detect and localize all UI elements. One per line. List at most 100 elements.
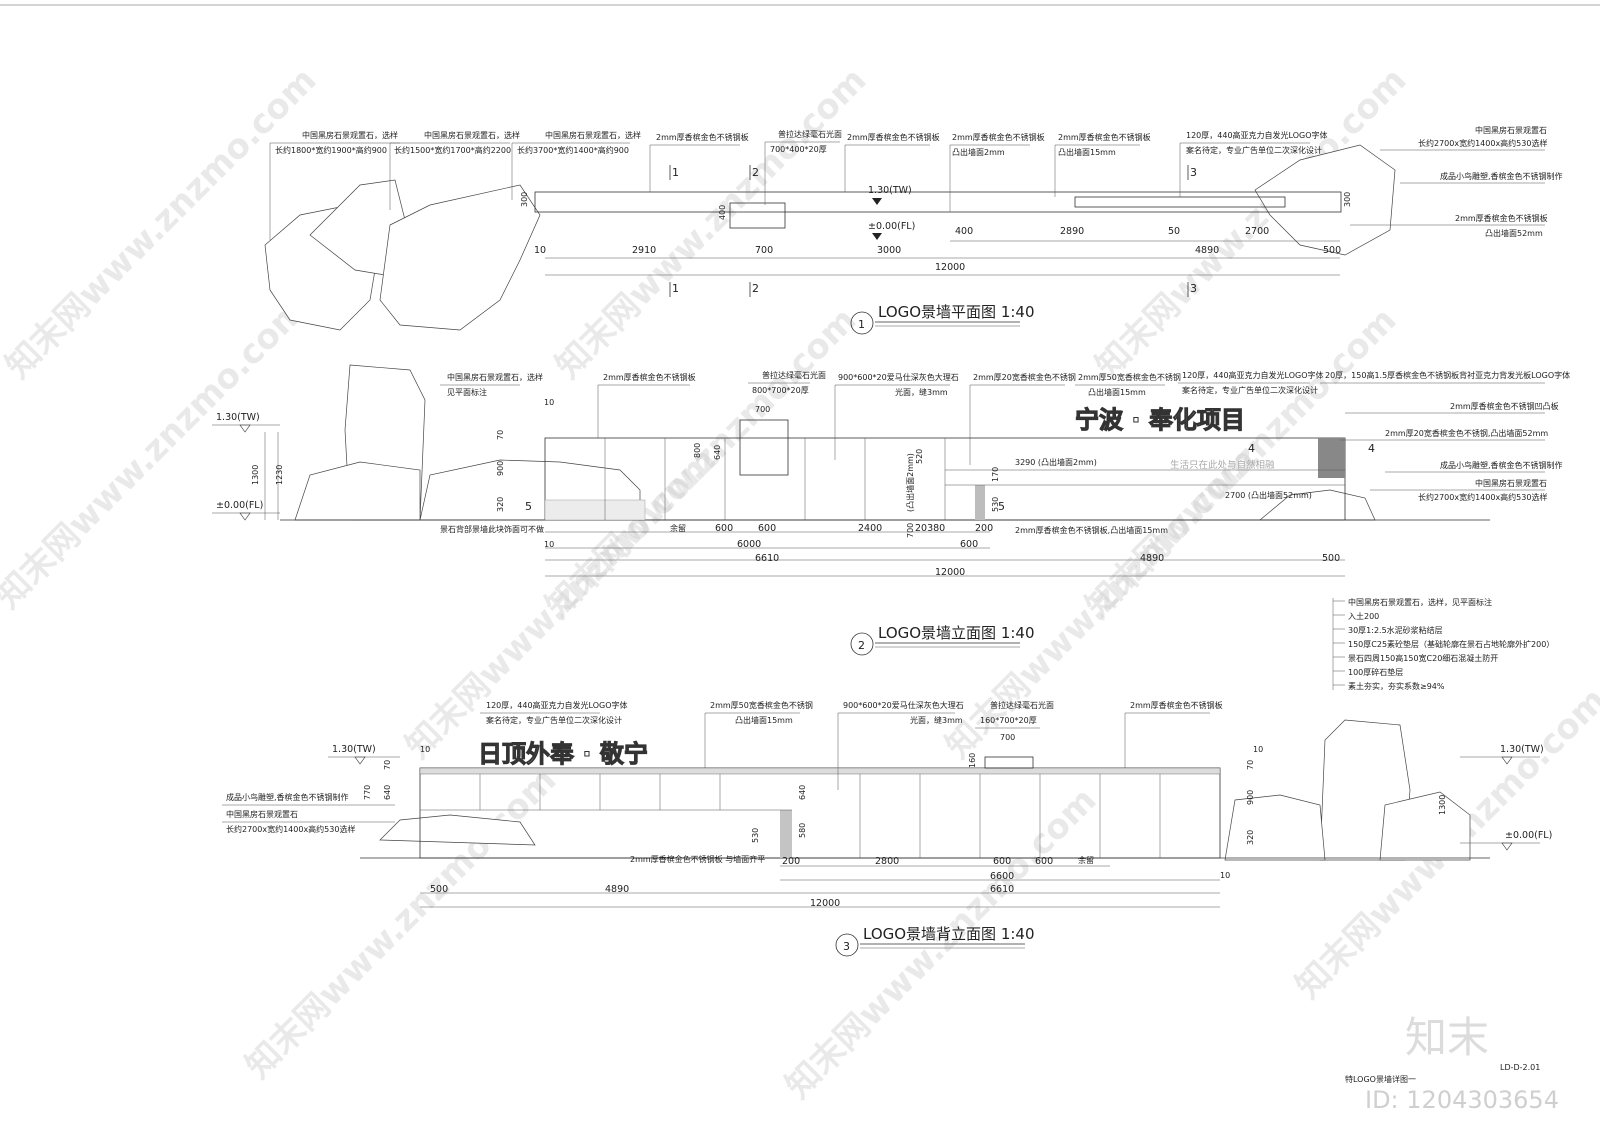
back-elevation: 日顶外奉 · 敬宁 1.30(TW) 1.30(TW) ±0.00(FL) 10… — [222, 700, 1552, 957]
level-marker-icon — [354, 756, 366, 765]
rock-shape — [379, 814, 536, 846]
note-text: 2mm厚香槟金色不锈钢板 — [1130, 700, 1223, 710]
dim-text: 2800 — [875, 856, 899, 867]
rock-shape — [1224, 794, 1326, 861]
plan-section-mark: 1 — [672, 282, 679, 295]
note-text: 2mm厚香槟金色不锈钢板 — [1058, 132, 1151, 142]
dim-text: 700 — [755, 245, 773, 256]
dim-text: 10 — [1220, 871, 1230, 880]
level-marker-icon — [1501, 756, 1513, 765]
note-text: 120厚，440高亚克力自发光LOGO字体 — [486, 700, 628, 710]
note-text: 160*700*20厚 — [980, 716, 1037, 725]
dim-text: 500 — [1322, 553, 1340, 564]
dim-text: 800 — [693, 443, 702, 458]
note-text: 长约1800*宽约1900*高约900 — [275, 145, 387, 155]
plan-title: LOGO景墙平面图 1:40 — [878, 303, 1035, 321]
dim-text: 530 — [751, 828, 760, 843]
dim-text: (凸出墙面2mm) — [905, 453, 915, 512]
dim-text: 600 — [715, 523, 733, 534]
plan-notes: 中国黑房石景观置石，选样 长约1800*宽约1900*高约900 中国黑房石景观… — [269, 129, 1328, 240]
level-marker-icon — [1501, 842, 1513, 851]
note-text: 中国黑房石景观置石，选样 — [302, 130, 398, 140]
watermark: 知末网www.znzmo.com — [778, 780, 1104, 1106]
note-text: 案名待定，专业广告单位二次深化设计 — [486, 715, 622, 725]
dim-text: 300 — [1343, 192, 1352, 207]
note-text: 2mm厚20宽香槟金色不锈钢 — [973, 372, 1076, 382]
dim-text: 70 — [496, 430, 505, 440]
dim-text: 600 — [758, 523, 776, 534]
dim-text: 4890 — [1195, 245, 1219, 256]
note-text: 凸出墙面52mm — [1485, 228, 1543, 238]
front-stone-panel — [739, 419, 789, 476]
note-text: 成品小鸟雕塑,香槟金色不锈钢制作 — [1440, 171, 1563, 181]
front-level-fl: ±0.00(FL) — [216, 500, 263, 511]
note-text: 案名待定，专业广告单位二次深化设计 — [1186, 145, 1322, 155]
rock-hatch — [544, 499, 646, 521]
note-text: 长约2700x宽约1400x高约530选样 — [1418, 138, 1547, 148]
dim-text: 2700 — [1245, 226, 1269, 237]
plan-section-mark: 2 — [752, 166, 759, 179]
note-text: 中国黑房石景观置石 — [1475, 125, 1547, 135]
front-right-notes: 20厚，150高1.5厚香槟金色不锈钢板背衬亚克力背发光板LOGO字体 2mm厚… — [1320, 370, 1570, 502]
back-steel-top — [419, 767, 1221, 775]
dim-total: 12000 — [935, 567, 965, 578]
steel-band — [975, 485, 985, 520]
rock-shape — [1379, 791, 1471, 861]
note-text: 2mm厚香槟金色不锈钢板 — [847, 132, 940, 142]
back-stone-cap — [984, 756, 1034, 769]
dim-text: 170 — [991, 467, 1000, 482]
plan-stone-panel — [729, 202, 786, 229]
dim-text: 6000 — [737, 539, 761, 550]
note-text: 凸出墙面15mm — [1058, 147, 1116, 157]
note-text: 120厚，440高亚克力自发光LOGO字体 — [1182, 370, 1324, 380]
rock-shape — [379, 184, 541, 331]
dim-text: 640 — [383, 785, 392, 800]
note-text: 2mm厚50宽香槟金色不锈钢 — [1078, 372, 1181, 382]
note-text: 2mm厚香槟金色不锈钢板 — [1455, 213, 1548, 223]
legend-item: 100厚碎石垫层 — [1348, 667, 1403, 677]
plan-section-mark: 3 — [1190, 282, 1197, 295]
dim-text: 10 — [420, 745, 430, 754]
dim-text: 1300 — [1438, 795, 1447, 815]
dim-text: 2890 — [1060, 226, 1084, 237]
level-marker-icon — [239, 424, 251, 433]
dim-text: 70 — [1246, 760, 1255, 770]
legend-item: 素土夯实，夯实系数≥94% — [1348, 681, 1445, 691]
back-title-circle — [835, 933, 859, 957]
dim-text: 320 — [496, 497, 505, 512]
note-text: 2mm厚香槟金色不锈钢板 与墙面齐平 — [630, 854, 765, 864]
dim-text: 余留 — [670, 523, 686, 533]
front-notes: 中国黑房石景观置石，选样 见平面标注 2mm厚香槟金色不锈钢板 普拉达绿毫石光面… — [440, 370, 1324, 535]
sec-mark: 4 — [1248, 442, 1255, 455]
note-text: 长约2700x宽约1400x高约530选样 — [226, 824, 355, 834]
dim-text: 6600 — [990, 871, 1014, 882]
front-level-tw: 1.30(TW) — [216, 412, 260, 423]
dim-text: 530 — [991, 497, 1000, 512]
dim-text: 300 — [520, 192, 529, 207]
plan-section-mark: 2 — [752, 282, 759, 295]
note-text: 900*600*20爱马仕深灰色大理石 — [838, 372, 959, 382]
dim-text: 200 — [782, 856, 800, 867]
dim-text: 700 — [906, 523, 915, 538]
dim-text: 1300 — [251, 465, 260, 485]
note-text: 中国黑房石景观置石，选样 — [447, 372, 543, 382]
front-slogan: 生活只在此处与自然相融 — [1170, 459, 1275, 471]
tile-joints — [479, 774, 1161, 858]
note-text: 800*700*20厚 — [752, 386, 809, 395]
note-text: 凸出墙面15mm — [735, 715, 793, 725]
dim-text: 3290 (凸出墙面2mm) — [1015, 457, 1097, 467]
dim-text: 6610 — [990, 884, 1014, 895]
note-text: 900*600*20爱马仕深灰色大理石 — [843, 700, 964, 710]
steel-panel — [1318, 438, 1345, 478]
foundation-legend: 中国黑房石景观置石，选样，见平面标注 入土200 30厚1:2.5水泥砂浆粘结层… — [1332, 597, 1554, 691]
sec-mark: 5 — [998, 500, 1005, 513]
dim-text: 2910 — [632, 245, 656, 256]
plan-section-mark: 3 — [1190, 166, 1197, 179]
legend-item: 景石四周150高150宽C20细石混凝土防开 — [1348, 653, 1498, 663]
sec-mark: 5 — [525, 500, 532, 513]
note-text: 2mm厚香槟金色不锈钢板,凸出墙面15mm — [1015, 525, 1168, 535]
dim-text: 500 — [1323, 245, 1341, 256]
back-left-notes: 成品小鸟雕塑,香槟金色不锈钢制作 中国黑房石景观置石 长约2700x宽约1400… — [222, 792, 395, 834]
dim-text: 20380 — [915, 523, 945, 534]
image-id: ID: 1204303654 — [1365, 1086, 1559, 1114]
